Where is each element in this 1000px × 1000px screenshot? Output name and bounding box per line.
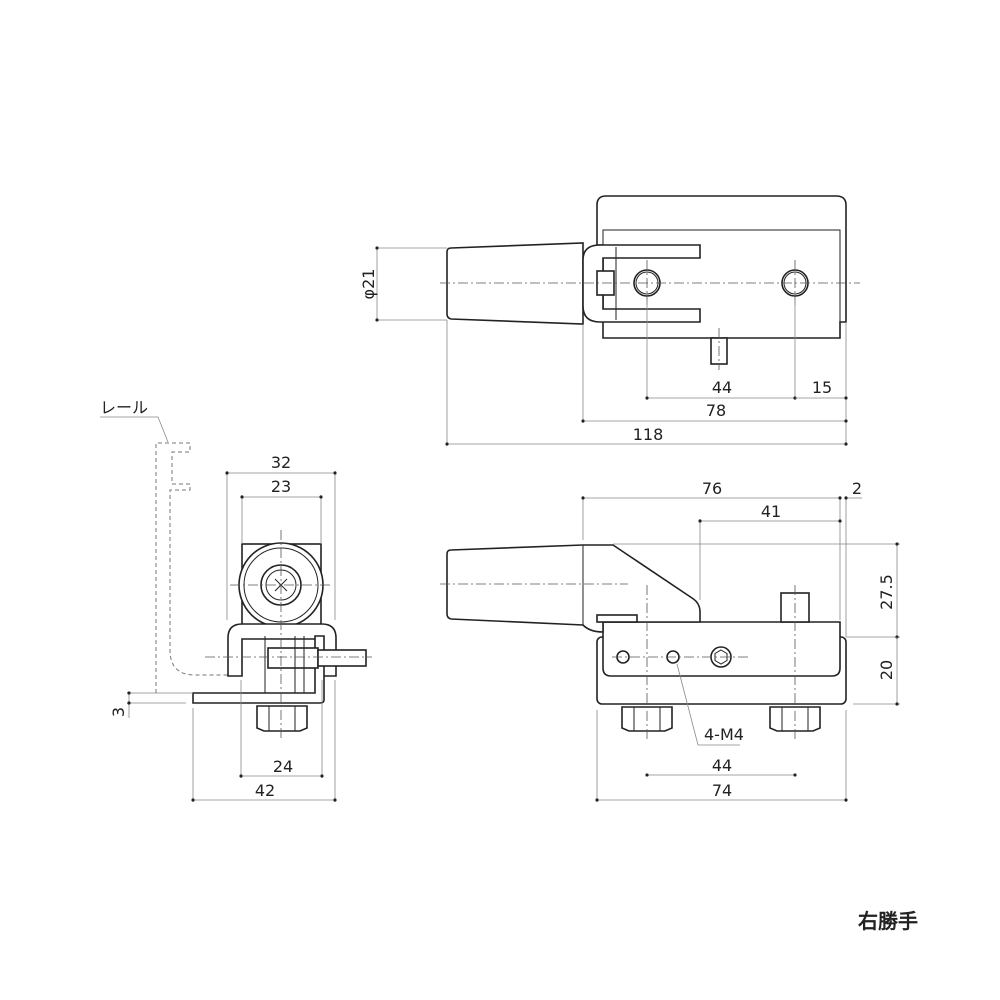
dim-bottom-inner: 24: [273, 757, 293, 776]
top-housing: [596, 195, 847, 339]
dim-base-length: 74: [712, 781, 732, 800]
side-pin: [317, 649, 367, 667]
drawing-title: 右勝手: [858, 909, 918, 933]
dim-overall-length: 118: [633, 425, 664, 444]
side-nut: [256, 705, 308, 732]
rail-label: レール: [100, 398, 148, 417]
dim-hole-pitch: 44: [712, 378, 732, 397]
dim-pin-distance: 41: [761, 502, 781, 521]
top-clamp: [582, 244, 701, 323]
dim-height-upper: 27.5: [877, 574, 896, 610]
dim-offset: 2: [852, 479, 862, 498]
top-view: φ21 44 15 78 118: [359, 195, 860, 446]
side-dimensions: レール 32 23 24 42 3: [100, 398, 337, 802]
side-bracket: [227, 623, 337, 677]
top-handle: [446, 242, 584, 325]
dim-edge: 15: [812, 378, 832, 397]
front-view: 76 2 41 27.5 20 44 74 4-M4: [440, 479, 900, 802]
dim-diameter: φ21: [359, 269, 378, 300]
dim-outer-width: 32: [271, 453, 291, 472]
top-dimensions: φ21 44 15 78 118: [359, 246, 848, 446]
dim-inner-width: 23: [271, 477, 291, 496]
front-dimensions: 76 2 41 27.5 20 44 74 4-M4: [581, 479, 900, 802]
dim-thickness: 3: [109, 707, 128, 717]
dim-body-length: 78: [706, 401, 726, 420]
dim-bottom-outer: 42: [255, 781, 275, 800]
dim-length: 76: [702, 479, 722, 498]
dim-height-lower: 20: [877, 660, 896, 680]
m4-callout: 4-M4: [704, 725, 744, 744]
front-handle: [446, 544, 701, 633]
rail-outline: [155, 442, 242, 693]
dim-nut-pitch: 44: [712, 756, 732, 775]
side-l-bracket: [192, 635, 325, 704]
side-view: レール 32 23 24 42 3: [100, 398, 372, 802]
